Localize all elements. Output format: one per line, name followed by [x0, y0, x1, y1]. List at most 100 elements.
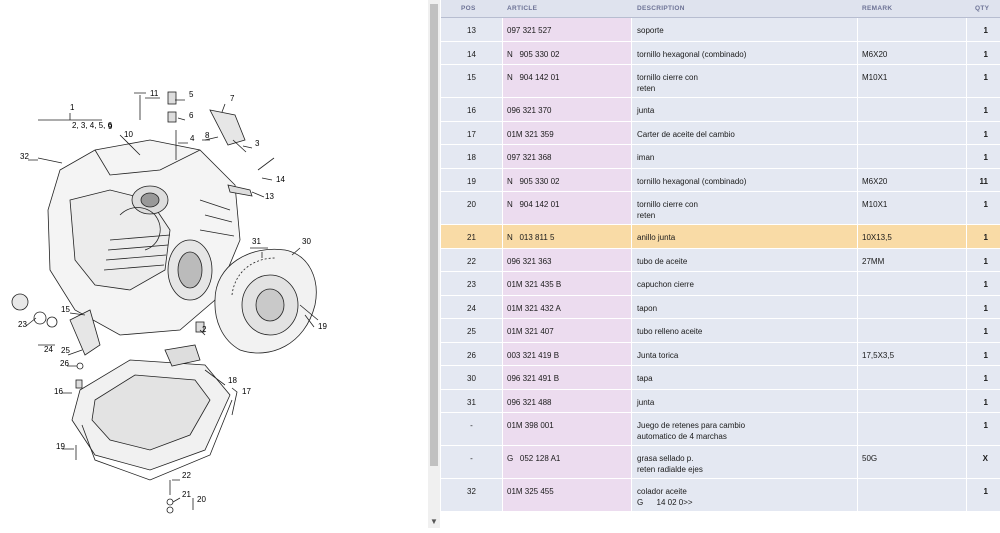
part-callout[interactable]: 18	[228, 376, 237, 385]
header-qty[interactable]: QTY	[975, 5, 990, 12]
part-callout[interactable]: 15	[61, 305, 70, 314]
cell-article[interactable]: G 052 128 A1	[507, 454, 561, 463]
cell-article[interactable]: 01M 321 359	[507, 129, 554, 139]
part-callout[interactable]: 32	[20, 152, 29, 161]
cell-article[interactable]: 096 321 488	[507, 397, 552, 407]
table-cell-bg	[967, 98, 1000, 121]
cell-article[interactable]: N 013 811 5	[507, 232, 555, 248]
cell-article[interactable]: 01M 325 455	[507, 487, 554, 496]
cell-article[interactable]: 01M 321 435 B	[507, 280, 562, 289]
table-cell-bg	[503, 145, 631, 168]
part-callout[interactable]: 25	[61, 346, 70, 355]
cell-description: Carter de aceite del cambio	[637, 129, 735, 139]
cell-description: soporte	[637, 26, 664, 35]
part-callout[interactable]: 7	[230, 94, 235, 103]
part-callout[interactable]: 23	[18, 320, 27, 329]
table-cell-bg	[441, 248, 502, 271]
part-callout[interactable]: 16	[54, 387, 63, 396]
scroll-down-arrow-icon[interactable]: ▼	[430, 517, 438, 526]
cell-article[interactable]: N 904 142 01	[507, 73, 560, 82]
cell-article[interactable]: 01M 321 407	[507, 327, 554, 336]
table-cell-bg	[967, 272, 1000, 295]
cell-pos: 22	[467, 256, 476, 266]
part-callout[interactable]: 19	[318, 322, 327, 331]
part-callout[interactable]: 31	[252, 237, 261, 246]
part-callout[interactable]: 22	[182, 471, 191, 480]
part-callout[interactable]: 2	[202, 325, 207, 334]
cell-article[interactable]: 097 321 368	[507, 153, 552, 162]
cell-article[interactable]: 01M 398 001	[507, 421, 554, 430]
cell-article[interactable]: N 905 330 02	[507, 49, 560, 59]
cell-article[interactable]: N 905 330 02	[507, 176, 560, 186]
cell-description: tubo de aceite	[637, 256, 688, 266]
part-callout[interactable]: 9	[108, 122, 113, 131]
header-remark[interactable]: REMARK	[862, 5, 893, 12]
cell-article[interactable]: N 904 142 01	[507, 200, 560, 209]
table-cell-bg	[503, 192, 631, 224]
part-callout[interactable]: 13	[265, 192, 274, 201]
part-callout[interactable]: 20	[197, 495, 206, 504]
part-callout[interactable]: 8	[205, 131, 210, 140]
cell-article[interactable]: 097 321 527	[507, 26, 552, 35]
part-callout[interactable]: 2, 3, 4, 5, 6	[72, 121, 113, 130]
table-cell-bg	[967, 192, 1000, 224]
cell-description: tornillo cierre con reten	[637, 73, 698, 93]
part-callout[interactable]: 21	[182, 490, 191, 499]
part-callout[interactable]: 3	[255, 139, 260, 148]
cell-article[interactable]: 096 321 370	[507, 106, 552, 115]
table-cell-bg	[503, 65, 631, 97]
part-callout[interactable]: 5	[189, 90, 194, 99]
part-callout[interactable]: 26	[60, 359, 69, 368]
part-callout[interactable]: 30	[302, 237, 311, 246]
cell-qty: 1	[983, 129, 988, 139]
scrollbar-thumb[interactable]	[430, 4, 438, 466]
table-cell-bg	[632, 192, 857, 224]
diagram-scrollbar[interactable]: ▼	[428, 0, 440, 528]
part-callout[interactable]: 1	[70, 103, 75, 112]
cell-article[interactable]: 01M 321 432 A	[507, 303, 561, 313]
cell-description: colador aceite G 14 02 0>>	[637, 487, 693, 507]
cell-article[interactable]: 003 321 419 B	[507, 350, 560, 360]
part-callout[interactable]: 10	[124, 130, 133, 139]
table-cell-bg	[967, 389, 1000, 412]
part-callout[interactable]: 4	[190, 134, 195, 143]
cell-qty: 1	[983, 487, 988, 496]
part-callout[interactable]: 19	[56, 442, 65, 451]
cell-pos: 19	[467, 176, 476, 186]
cell-article[interactable]: 096 321 363	[507, 256, 552, 266]
cell-article[interactable]: 096 321 491 B	[507, 374, 560, 383]
header-article[interactable]: ARTICLE	[507, 5, 538, 12]
cell-description: tapa	[637, 374, 653, 383]
part-callout[interactable]: 14	[276, 175, 285, 184]
header-description[interactable]: DESCRIPTION	[637, 5, 685, 12]
part-callout[interactable]: 6	[189, 111, 194, 120]
header-pos[interactable]: POS	[461, 5, 476, 12]
table-cell-bg	[858, 41, 966, 64]
table-cell-bg	[441, 413, 502, 445]
part-callout[interactable]: 24	[44, 345, 53, 354]
table-cell-bg	[441, 98, 502, 121]
table-cell-bg	[441, 121, 502, 144]
cell-pos: 20	[467, 200, 476, 209]
part-callout[interactable]: 11	[150, 89, 159, 98]
part-callout[interactable]: 17	[242, 387, 251, 396]
